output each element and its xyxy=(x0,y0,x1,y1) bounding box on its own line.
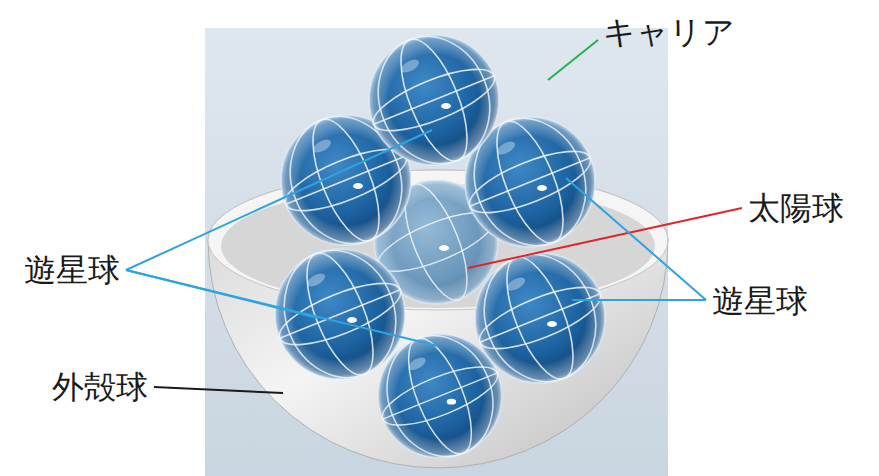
part-label: 遊星球 xyxy=(24,252,120,289)
leader-lines xyxy=(126,40,742,393)
leader-line xyxy=(126,270,438,346)
planet-ball xyxy=(455,233,624,402)
leader-line xyxy=(154,387,283,393)
part-label: 外殻球 xyxy=(52,369,148,406)
part-label: 遊星球 xyxy=(712,283,808,320)
leader-line xyxy=(468,208,742,268)
leader-line xyxy=(566,178,706,300)
part-label: 太陽球 xyxy=(748,190,844,227)
leader-line xyxy=(572,299,706,301)
planet-ball xyxy=(255,229,424,398)
part-label: キャリア xyxy=(603,14,735,51)
leader-line xyxy=(126,130,432,270)
planet-ball xyxy=(349,15,518,184)
leader-line xyxy=(548,40,598,80)
